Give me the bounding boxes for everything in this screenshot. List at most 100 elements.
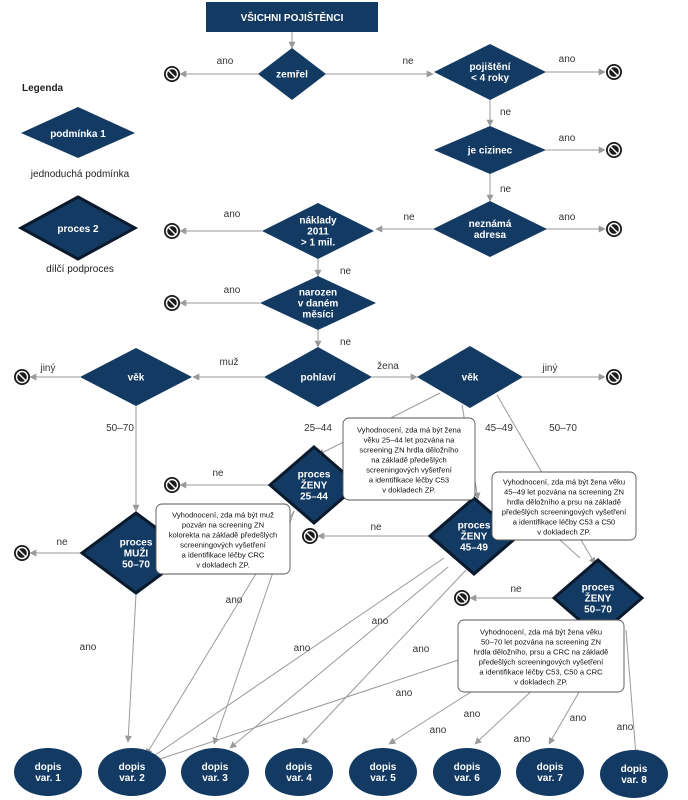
- edge-label: ne: [510, 584, 522, 595]
- edge-label: ano: [559, 133, 576, 144]
- edge-label: 50–70: [106, 423, 134, 434]
- text-line: > 1 mil.: [301, 238, 335, 249]
- text-line: kolorekta na základě předešlých: [169, 531, 278, 540]
- flow-arrow: [301, 569, 467, 745]
- legend-condition-caption: jednoduchá podmínka: [30, 169, 130, 180]
- stop-icon: [302, 528, 318, 544]
- condition-died: zemřel: [258, 48, 326, 100]
- condition-costs-2011-shape: [262, 203, 374, 259]
- edge-label: ano: [226, 595, 243, 606]
- header-title: VŠICHNI POJIŠTĚNCI: [241, 11, 344, 24]
- text-line: v dokladech ZP.: [196, 561, 249, 570]
- edge-label: ano: [217, 56, 234, 67]
- text-line: dopis: [454, 762, 481, 773]
- stop-icon: [454, 590, 470, 606]
- text-line: a identifikace léčby C53, C50 a CRC: [479, 668, 603, 677]
- text-line: var. 2: [119, 773, 145, 784]
- text-line: narozen: [299, 288, 337, 299]
- edge-label: jiný: [39, 363, 55, 374]
- edge-label: ne: [370, 522, 382, 533]
- text-line: a identifikace léčby C53 a C50: [513, 518, 616, 527]
- legend-process: proces 2: [17, 195, 139, 261]
- flow-arrow: [625, 629, 639, 757]
- edge-label: 45–49: [485, 423, 513, 434]
- text-line: < 4 roky: [471, 73, 510, 84]
- text-line: v dokladech ZP.: [514, 678, 567, 687]
- text-line: MUŽI: [124, 547, 149, 560]
- legend-condition: podmínka 1: [21, 107, 135, 158]
- text-line: ŽENY: [461, 530, 488, 543]
- edge-label: ano: [224, 209, 241, 220]
- text-line: v daném: [298, 299, 339, 310]
- text-line: Vyhodnocení, zda má být žena věku: [503, 478, 625, 487]
- edge-label: ano: [559, 212, 576, 223]
- condition-age-men: věk: [80, 348, 192, 406]
- legend-condition-label: podmínka 1: [50, 129, 106, 140]
- edge-label: žena: [377, 361, 399, 372]
- stop-icon: [606, 369, 622, 385]
- stop-icon: [14, 545, 30, 561]
- header-box: VŠICHNI POJIŠTĚNCI: [206, 2, 378, 32]
- text-line: proces: [582, 583, 615, 594]
- edge-label: ne: [500, 107, 512, 118]
- text-line: pozván na screening ZN: [182, 521, 264, 530]
- text-line: 50–70: [584, 605, 612, 616]
- condition-sex-shape: [264, 347, 372, 407]
- text-line: Vyhodnocení, zda má být muž: [172, 511, 274, 520]
- edge-label: ano: [617, 722, 634, 733]
- text-line: dopis: [286, 762, 313, 773]
- text-line: screeningových vyšetření: [180, 541, 267, 550]
- edge-label: jiný: [541, 363, 557, 374]
- edge-label: ano: [396, 688, 413, 699]
- text-line: věku 25–44 let pozvána na: [364, 436, 456, 445]
- text-line: v dokladech ZP.: [382, 486, 435, 495]
- text-line: předešlých screeningových vyšetření: [479, 658, 604, 667]
- legend-title: Legenda: [22, 83, 64, 94]
- edge-label: ano: [570, 713, 587, 724]
- text-line: Vyhodnocení, zda má být žena věku: [480, 628, 602, 637]
- text-line: var. 3: [202, 773, 228, 784]
- edge-label: ano: [514, 734, 531, 745]
- condition-is-foreigner-shape: [434, 126, 546, 174]
- text-line: 50–70 let pozvána na screening ZN: [481, 638, 601, 647]
- edge-label: ano: [294, 643, 311, 654]
- text-line: věk: [462, 373, 479, 384]
- edge-label: ne: [340, 266, 352, 277]
- stop-icon: [164, 66, 180, 82]
- edge-label: 25–44: [304, 423, 332, 434]
- condition-age-women-shape: [417, 346, 523, 408]
- text-line: předešlých screeningových vyšetření: [502, 508, 627, 517]
- flow-arrow: [229, 566, 449, 749]
- text-line: screening ZN hrdla děložního: [359, 446, 458, 455]
- text-line: je cizinec: [467, 146, 513, 157]
- text-line: proces: [120, 538, 153, 549]
- edge-label: ano: [372, 616, 389, 627]
- text-line: 45–49: [460, 543, 488, 554]
- text-line: adresa: [474, 230, 507, 241]
- stop-icon: [606, 221, 622, 237]
- text-line: screeningových vyšetření: [366, 466, 453, 475]
- text-line: v dokladech ZP.: [537, 528, 590, 537]
- condition-insurance-under-4-years: pojištění< 4 roky: [434, 44, 546, 100]
- text-line: a identifikace léčby C53: [369, 476, 449, 485]
- stop-icon: [606, 142, 622, 158]
- condition-age-men-shape: [80, 348, 192, 406]
- text-line: var. 6: [454, 773, 480, 784]
- text-line: věk: [128, 373, 145, 384]
- text-line: var. 1: [35, 773, 61, 784]
- stop-icon: [164, 223, 180, 239]
- text-line: 45–49 let pozvána na screening ZN: [504, 488, 624, 497]
- text-line: neznámá: [469, 219, 512, 230]
- edge-label: 50–70: [549, 423, 577, 434]
- condition-died-shape: [258, 48, 326, 100]
